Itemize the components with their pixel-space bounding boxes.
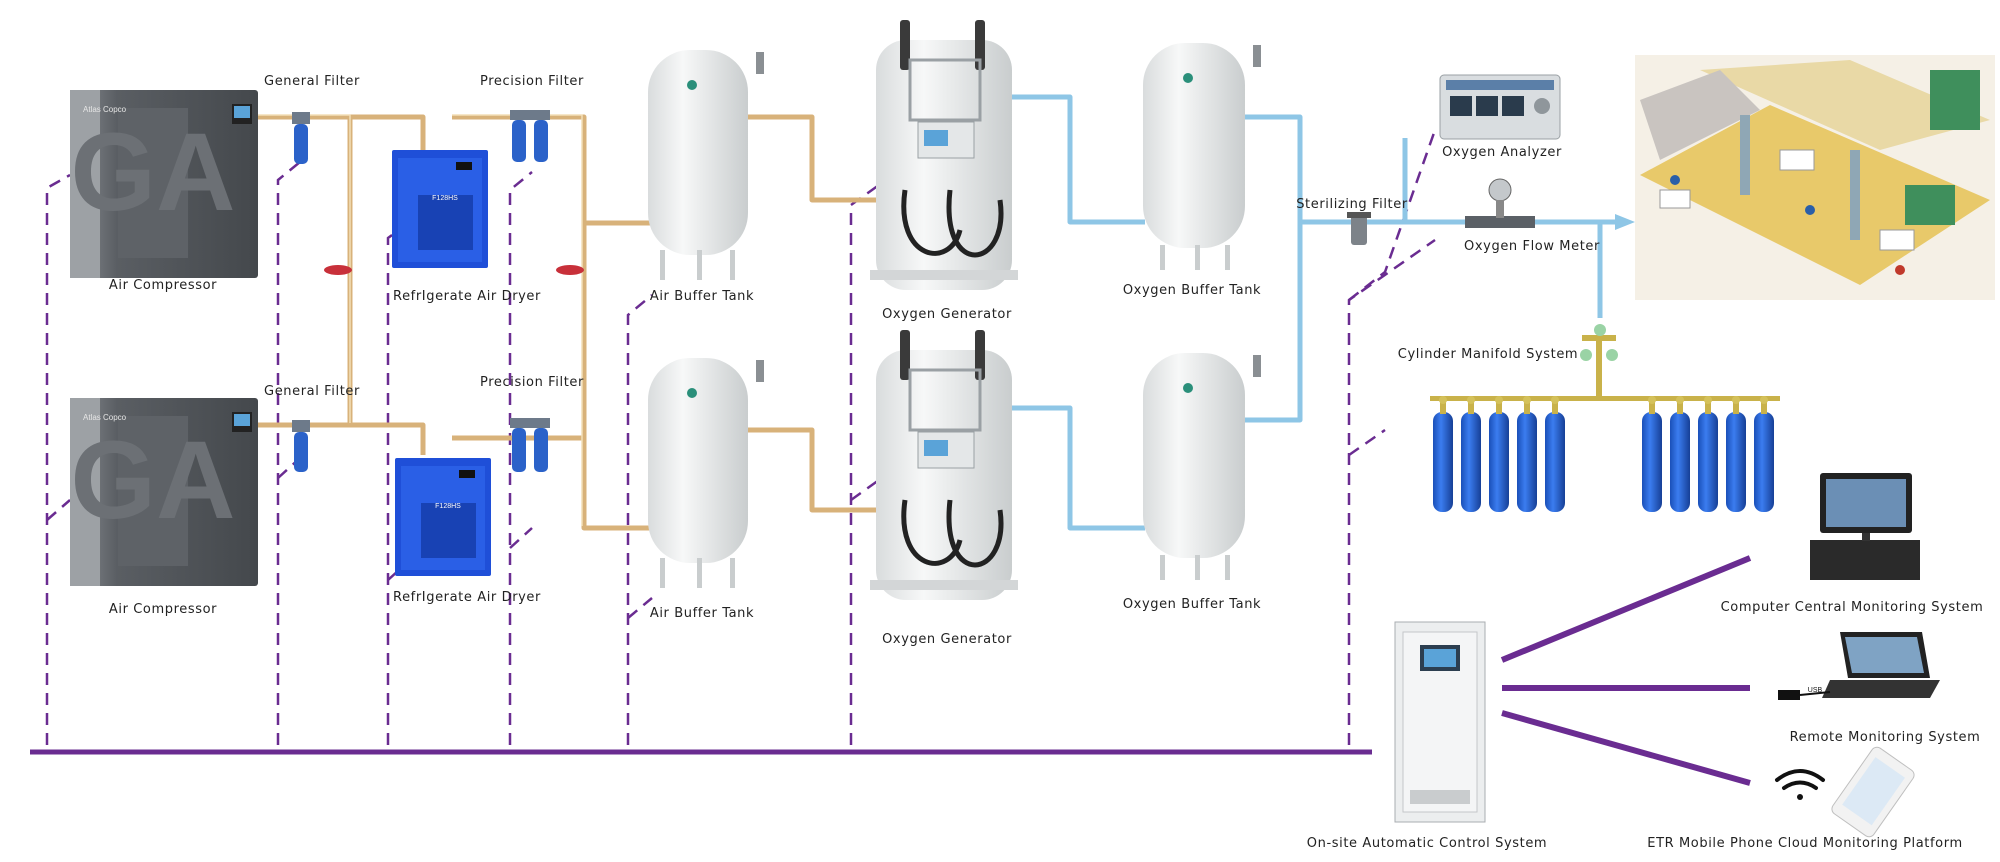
air-compressor-1: GA Atlas Copco <box>70 90 258 278</box>
compressor-logo-g: GA <box>71 111 236 234</box>
air-buffer-tank-1 <box>648 50 764 280</box>
label-air-compressor-2: Air Compressor <box>109 602 217 617</box>
wifi-icon <box>1775 769 1825 800</box>
label-air-dryer-1: RefrIgerate Air Dryer <box>393 289 541 304</box>
oxygen-generator-2 <box>870 330 1018 600</box>
general-filter-1 <box>292 112 310 164</box>
general-filter-2 <box>292 420 310 472</box>
label-air-dryer-2: RefrIgerate Air Dryer <box>393 590 541 605</box>
air-pipes-highlight <box>258 114 583 526</box>
label-precision-filter-1: Precision Filter <box>480 74 584 89</box>
label-mobile-cloud-platform: ETR Mobile Phone Cloud Monitoring Platfo… <box>1647 836 1962 851</box>
oxygen-analyzer <box>1439 74 1561 140</box>
precision-filter-1 <box>510 110 550 162</box>
compressor-brand: Atlas Copco <box>83 105 127 114</box>
label-computer-central-monitoring: Computer Central Monitoring System <box>1721 600 1984 615</box>
oxygen-cylinder <box>1698 396 1718 512</box>
cylinder-manifold <box>1430 324 1780 512</box>
air-pipes <box>258 114 880 531</box>
valve-icon <box>324 265 584 275</box>
flow-arrow-icon <box>1615 214 1635 230</box>
compressor-brand: Atlas Copco <box>83 413 127 422</box>
dryer-model: F128HS <box>435 503 461 510</box>
oxygen-cylinder <box>1545 396 1565 512</box>
oxygen-generator-1 <box>870 20 1018 290</box>
air-compressor-2: GA Atlas Copco <box>70 398 258 586</box>
oxygen-cylinder <box>1754 396 1774 512</box>
dryer-model: F128HS <box>432 195 458 202</box>
label-sterilizing-filter: Sterilizing Filter <box>1296 197 1408 212</box>
oxygen-cylinder <box>1489 396 1509 512</box>
oxygen-flow-meter <box>1465 178 1535 228</box>
laptop: USB <box>1778 632 1940 700</box>
label-precision-filter-2: Precision Filter <box>480 375 584 390</box>
label-oxygen-buffer-tank-2: Oxygen Buffer Tank <box>1123 597 1261 612</box>
refrigerate-air-dryer-1: F128HS <box>392 150 488 268</box>
compressor-logo-g: GA <box>71 419 236 542</box>
oxygen-cylinder <box>1461 396 1481 512</box>
sterilizing-filter <box>1347 212 1371 245</box>
precision-filter-2 <box>510 418 550 472</box>
oxygen-buffer-tank-1 <box>1143 43 1261 270</box>
control-cabinet <box>1394 621 1486 823</box>
control-lines <box>45 129 1437 745</box>
air-buffer-tank-2 <box>648 358 764 588</box>
label-general-filter-1: General Filter <box>264 74 360 89</box>
computer-monitor <box>1810 473 1920 580</box>
label-oxygen-generator-2: Oxygen Generator <box>882 632 1012 647</box>
label-on-site-control: On-site Automatic Control System <box>1307 836 1547 851</box>
label-air-buffer-tank-2: Air Buffer Tank <box>650 606 754 621</box>
mobile-phone <box>1831 746 1915 838</box>
usb-label: USB <box>1808 687 1823 694</box>
oxygen-buffer-tank-2 <box>1143 353 1261 580</box>
label-cylinder-manifold: Cylinder Manifold System <box>1398 347 1578 362</box>
oxygen-cylinder <box>1670 396 1690 512</box>
label-air-buffer-tank-1: Air Buffer Tank <box>650 289 754 304</box>
oxygen-cylinder <box>1726 396 1746 512</box>
oxygen-cylinder <box>1642 396 1662 512</box>
monitoring-links <box>1500 555 1752 786</box>
label-air-compressor-1: Air Compressor <box>109 278 217 293</box>
oxygen-cylinder <box>1433 396 1453 512</box>
label-general-filter-2: General Filter <box>264 384 360 399</box>
label-remote-monitoring: Remote Monitoring System <box>1790 730 1981 745</box>
label-oxygen-generator-1: Oxygen Generator <box>882 307 1012 322</box>
hospital-illustration <box>1635 55 1995 300</box>
label-oxygen-analyzer: Oxygen Analyzer <box>1442 145 1562 160</box>
label-oxygen-buffer-tank-1: Oxygen Buffer Tank <box>1123 283 1261 298</box>
oxygen-cylinder <box>1517 396 1537 512</box>
label-oxygen-flow-meter: Oxygen Flow Meter <box>1464 239 1600 254</box>
refrigerate-air-dryer-2: F128HS <box>395 458 491 576</box>
